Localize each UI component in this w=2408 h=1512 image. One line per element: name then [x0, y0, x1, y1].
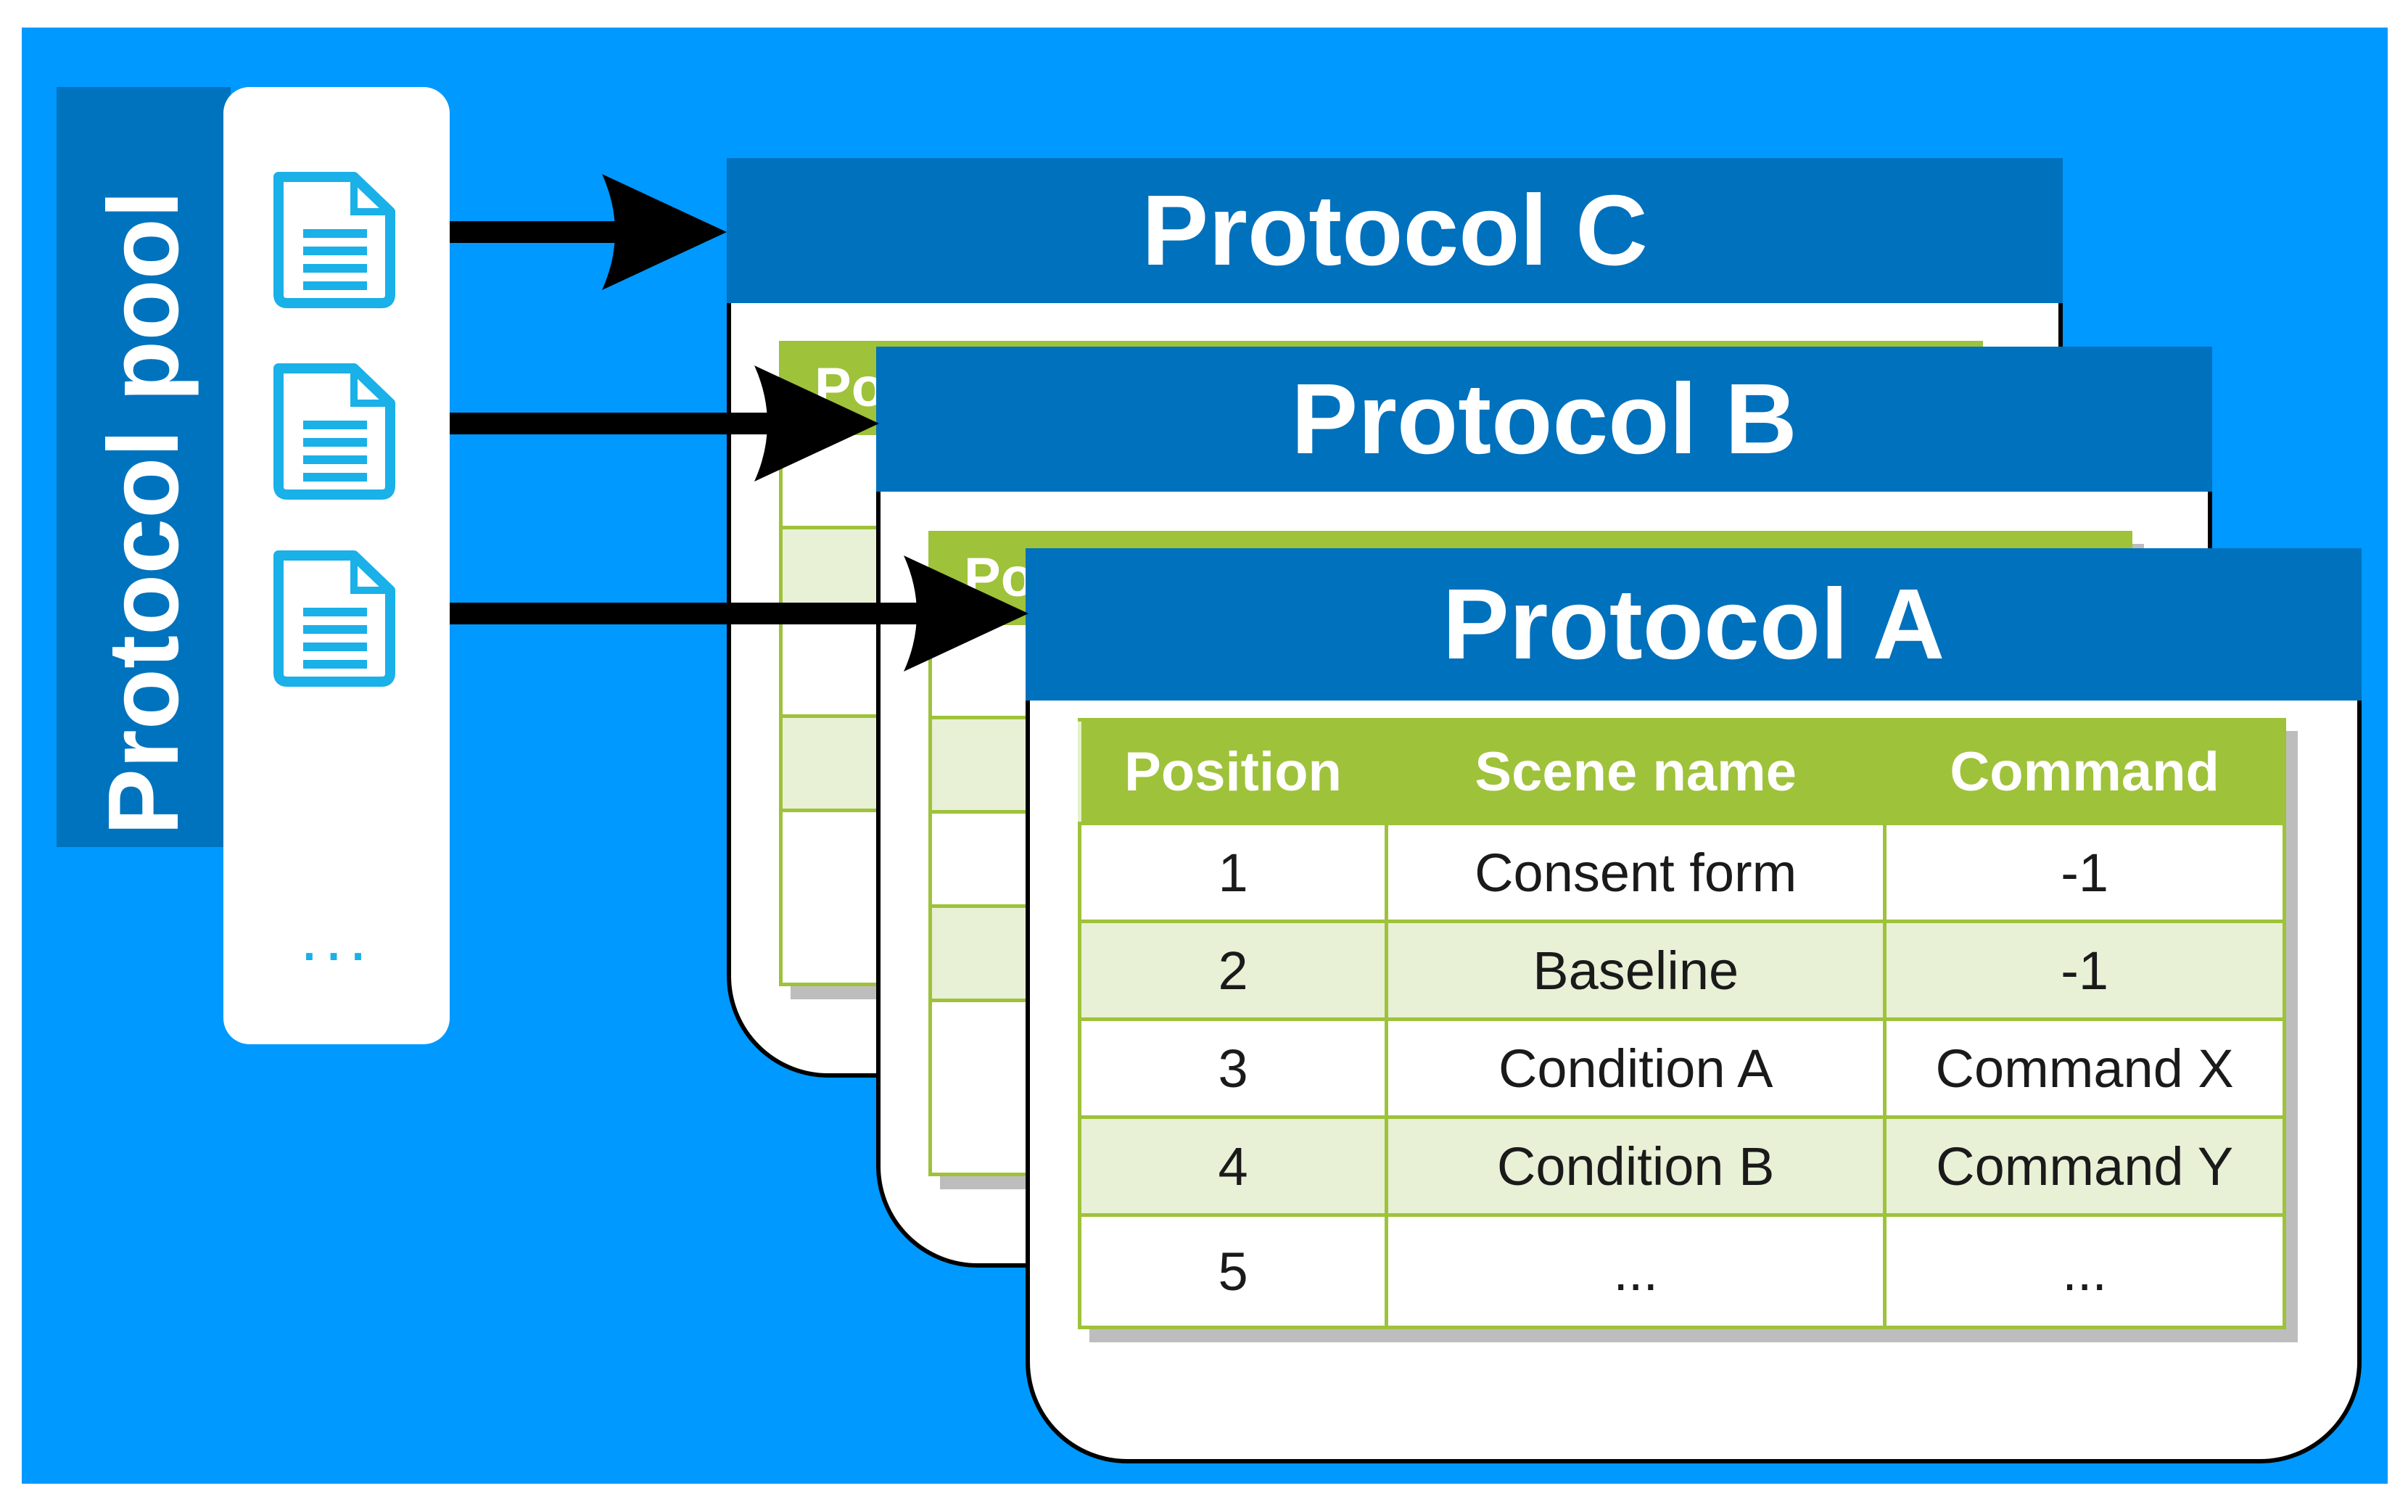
table-row: 3 Condition A Command X: [1077, 1017, 2286, 1119]
position-cell: 5: [1077, 1213, 1389, 1329]
column-header-position: Position: [1077, 718, 1389, 825]
position-cell: 1: [1077, 822, 1389, 923]
arrow-to-protocol-b: [450, 365, 879, 482]
position-cell: 3: [1077, 1017, 1389, 1119]
command-cell: -1: [1883, 920, 2286, 1021]
scene-name-cell: Baseline: [1385, 920, 1887, 1021]
command-cell: Command X: [1883, 1017, 2286, 1119]
protocol-a-table: Position Scene name Command 1 Consent fo…: [1077, 718, 2286, 1329]
scene-name-cell: ...: [1385, 1213, 1887, 1329]
document-icon: [268, 550, 399, 687]
command-cell: ...: [1883, 1213, 2286, 1329]
position-cell: 4: [1077, 1115, 1389, 1217]
diagram-canvas: Protocol pool: [22, 28, 2388, 1484]
pool-ellipsis: ...: [300, 901, 374, 975]
table-row: 2 Baseline -1: [1077, 920, 2286, 1021]
command-cell: Command Y: [1883, 1115, 2286, 1217]
table-row: 4 Condition B Command Y: [1077, 1115, 2286, 1217]
arrows-layer: [450, 174, 1028, 672]
document-icon: [268, 171, 399, 309]
protocol-a-header: Protocol A: [1026, 548, 2362, 701]
table-row: 5 ... ...: [1077, 1213, 2286, 1329]
scene-name-cell: Consent form: [1385, 822, 1887, 923]
scene-name-cell: Condition B: [1385, 1115, 1887, 1217]
document-icon: [268, 363, 399, 500]
scene-name-cell: Condition A: [1385, 1017, 1887, 1119]
protocol-b-header: Protocol B: [876, 347, 2212, 492]
protocol-pool-band: Protocol pool: [57, 87, 231, 847]
column-header-scene-name: Scene name: [1385, 718, 1887, 825]
arrow-to-protocol-a: [450, 555, 1028, 672]
column-header-command: Command: [1883, 718, 2286, 825]
table-header-row: Position Scene name Command: [1077, 718, 2286, 825]
arrow-to-protocol-c: [450, 174, 727, 290]
table-row: 1 Consent form -1: [1077, 822, 2286, 923]
position-cell: 2: [1077, 920, 1389, 1021]
protocol-c-header: Protocol C: [727, 158, 2063, 303]
protocol-a-card: Position Scene name Command 1 Consent fo…: [1026, 622, 2362, 1463]
command-cell: -1: [1883, 822, 2286, 923]
